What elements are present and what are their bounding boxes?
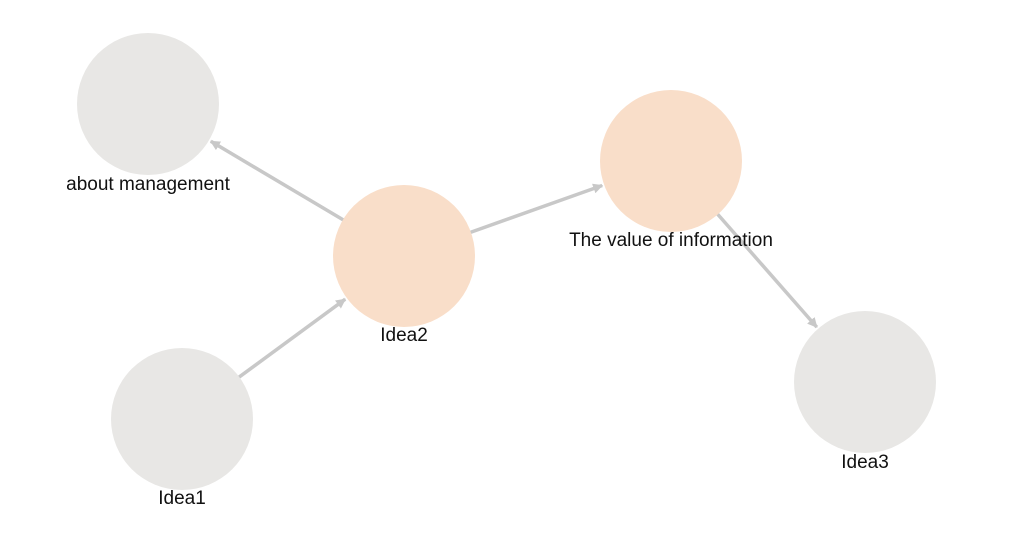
node-idea1[interactable]: Idea1 bbox=[111, 348, 253, 509]
edge-value-of-information-to-idea3[interactable] bbox=[715, 211, 819, 329]
node-label-value-of-information: The value of information bbox=[569, 230, 773, 251]
edge-idea2-to-value-of-information[interactable] bbox=[468, 183, 604, 235]
node-label-idea3: Idea3 bbox=[841, 452, 889, 473]
edge-idea1-to-idea2[interactable] bbox=[236, 297, 347, 380]
node-label-idea1: Idea1 bbox=[158, 488, 206, 509]
edges-layer bbox=[209, 139, 819, 380]
node-circle-idea2[interactable] bbox=[333, 185, 475, 327]
node-label-idea2: Idea2 bbox=[380, 325, 428, 346]
node-circle-about-management[interactable] bbox=[77, 33, 219, 175]
node-idea2[interactable]: Idea2 bbox=[333, 185, 475, 346]
node-label-about-management: about management bbox=[66, 174, 230, 195]
node-idea3[interactable]: Idea3 bbox=[794, 311, 936, 473]
edge-idea2-to-about-management[interactable] bbox=[209, 139, 346, 223]
node-about-management[interactable]: about management bbox=[66, 33, 231, 195]
node-value-of-information[interactable]: The value of information bbox=[569, 90, 773, 251]
node-circle-idea3[interactable] bbox=[794, 311, 936, 453]
node-circle-value-of-information[interactable] bbox=[600, 90, 742, 232]
node-circle-idea1[interactable] bbox=[111, 348, 253, 490]
